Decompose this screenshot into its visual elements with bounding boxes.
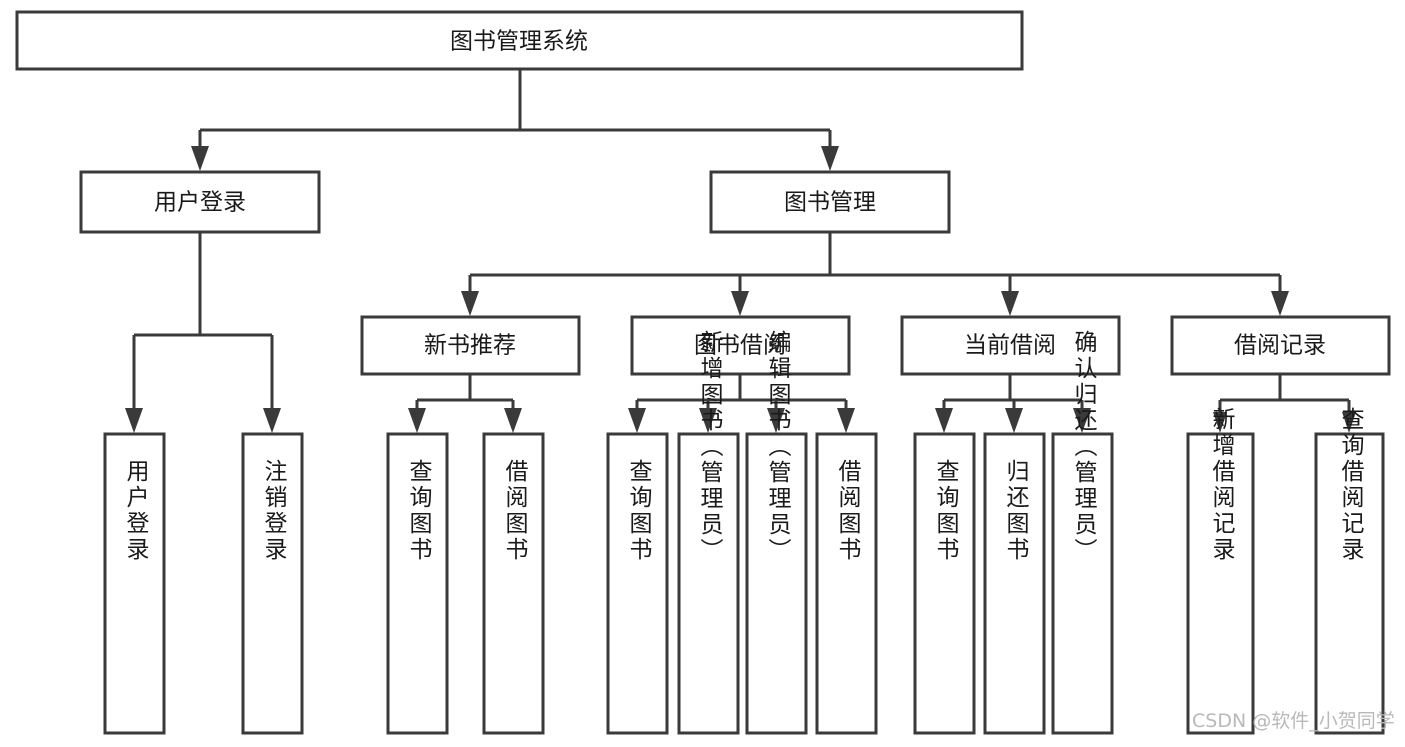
node-leaf-borrow-book-1[interactable]: 借阅图书 (482, 432, 545, 735)
node-leaf-edit-book[interactable]: 编辑图书（管理员） (745, 330, 808, 735)
node-leaf-query-book-1[interactable]: 查询图书 (386, 432, 449, 735)
arrow-head-leaf-logout (263, 408, 281, 433)
node-book-borrow[interactable]: 图书借阅 (630, 315, 851, 376)
node-leaf-query-book-1-box[interactable] (386, 432, 449, 735)
node-leaf-borrow-book-2-label: 借阅图书 (834, 459, 862, 563)
node-leaf-query-record-box[interactable] (1314, 432, 1385, 735)
node-new-book-rec-label: 新书推荐 (424, 333, 516, 359)
node-leaf-edit-book-label: 编辑图书（管理员） (764, 330, 792, 564)
node-new-book-rec[interactable]: 新书推荐 (360, 315, 581, 376)
arrow-head-leaf-confirm-return (1073, 408, 1091, 433)
node-borrow-record-label: 借阅记录 (1234, 333, 1326, 359)
connector-layer (125, 69, 1356, 433)
node-leaf-add-record-box[interactable] (1186, 432, 1255, 735)
node-root-box[interactable] (15, 10, 1024, 71)
node-leaf-query-book-2-box[interactable] (606, 432, 669, 735)
node-leaf-edit-book-box[interactable] (745, 432, 808, 735)
arrow-head-leaf-query-book-1 (408, 408, 426, 433)
arrow-head-leaf-borrow-book-2 (837, 408, 855, 433)
arrow-head-leaf-query-book-2 (628, 408, 646, 433)
node-book-manage-label: 图书管理 (784, 190, 876, 216)
node-leaf-user-login-label: 用户登录 (122, 459, 150, 563)
node-leaf-logout[interactable]: 注销登录 (241, 432, 304, 735)
node-borrow-record[interactable]: 借阅记录 (1170, 315, 1391, 376)
node-borrow-record-box[interactable] (1170, 315, 1391, 376)
node-current-borrow-box[interactable] (900, 315, 1121, 376)
node-book-manage-box[interactable] (709, 170, 951, 234)
node-current-borrow-label: 当前借阅 (964, 333, 1056, 359)
node-leaf-user-login-box[interactable] (103, 432, 166, 735)
node-leaf-query-record[interactable]: 查询借阅记录 (1314, 407, 1385, 735)
node-leaf-add-book-box[interactable] (677, 432, 740, 735)
arrow-head-current-borrow (1001, 291, 1019, 316)
arrow-head-new-book-rec (461, 291, 479, 316)
node-leaf-borrow-book-2[interactable]: 借阅图书 (815, 432, 878, 735)
arrow-head-leaf-query-book-3 (935, 408, 953, 433)
node-leaf-borrow-book-1-box[interactable] (482, 432, 545, 735)
arrow-head-leaf-borrow-book-1 (504, 408, 522, 433)
node-user-login-label: 用户登录 (154, 190, 246, 216)
node-leaf-add-record[interactable]: 新增借阅记录 (1186, 407, 1255, 735)
node-leaf-query-book-3[interactable]: 查询图书 (913, 432, 976, 735)
node-root-label: 图书管理系统 (450, 29, 588, 55)
node-user-login[interactable]: 用户登录 (79, 170, 321, 234)
node-leaf-return-book-box[interactable] (983, 432, 1046, 735)
arrow-head-leaf-edit-book (767, 408, 785, 433)
node-leaf-confirm-return[interactable]: 确认归还（管理员） (1051, 330, 1114, 735)
node-new-book-rec-box[interactable] (360, 315, 581, 376)
node-leaf-add-book-label: 新增图书（管理员） (696, 330, 724, 564)
node-current-borrow[interactable]: 当前借阅 (900, 315, 1121, 376)
arrow-head-leaf-query-record (1342, 412, 1356, 433)
node-leaf-query-book-3-box[interactable] (913, 432, 976, 735)
node-leaf-query-book-2-label: 查询图书 (625, 459, 653, 563)
node-leaf-add-book[interactable]: 新增图书（管理员） (677, 330, 740, 735)
node-root[interactable]: 图书管理系统 (15, 10, 1024, 71)
arrow-head-leaf-add-record (1213, 412, 1227, 433)
node-leaf-return-book-label: 归还图书 (1002, 459, 1030, 563)
arrow-head-leaf-user-login (125, 408, 143, 433)
node-leaf-query-book-1-label: 查询图书 (405, 459, 433, 563)
node-leaf-query-record-label: 查询借阅记录 (1337, 407, 1365, 563)
node-leaf-logout-label: 注销登录 (260, 459, 288, 563)
node-leaf-confirm-return-label: 确认归还（管理员） (1070, 330, 1098, 564)
node-leaf-query-book-3-label: 查询图书 (932, 459, 960, 563)
node-book-borrow-label: 图书借阅 (694, 333, 786, 359)
arrow-head-book-manage (821, 146, 839, 171)
node-book-borrow-box[interactable] (630, 315, 851, 376)
arrow-head-user-login (191, 146, 209, 171)
node-leaf-borrow-book-2-box[interactable] (815, 432, 878, 735)
node-book-manage[interactable]: 图书管理 (709, 170, 951, 234)
node-leaf-confirm-return-box[interactable] (1051, 432, 1114, 735)
node-leaf-user-login[interactable]: 用户登录 (103, 432, 166, 735)
node-leaf-add-record-label: 新增借阅记录 (1208, 407, 1236, 563)
node-leaf-logout-box[interactable] (241, 432, 304, 735)
node-leaf-return-book[interactable]: 归还图书 (983, 432, 1046, 735)
arrow-head-book-borrow (731, 291, 749, 316)
arrow-head-leaf-return-book (1005, 408, 1023, 433)
node-user-login-box[interactable] (79, 170, 321, 234)
arrow-head-borrow-record (1271, 291, 1289, 316)
node-leaf-borrow-book-1-label: 借阅图书 (501, 459, 529, 563)
node-leaf-query-book-2[interactable]: 查询图书 (606, 432, 669, 735)
arrow-head-leaf-add-book (699, 408, 717, 433)
